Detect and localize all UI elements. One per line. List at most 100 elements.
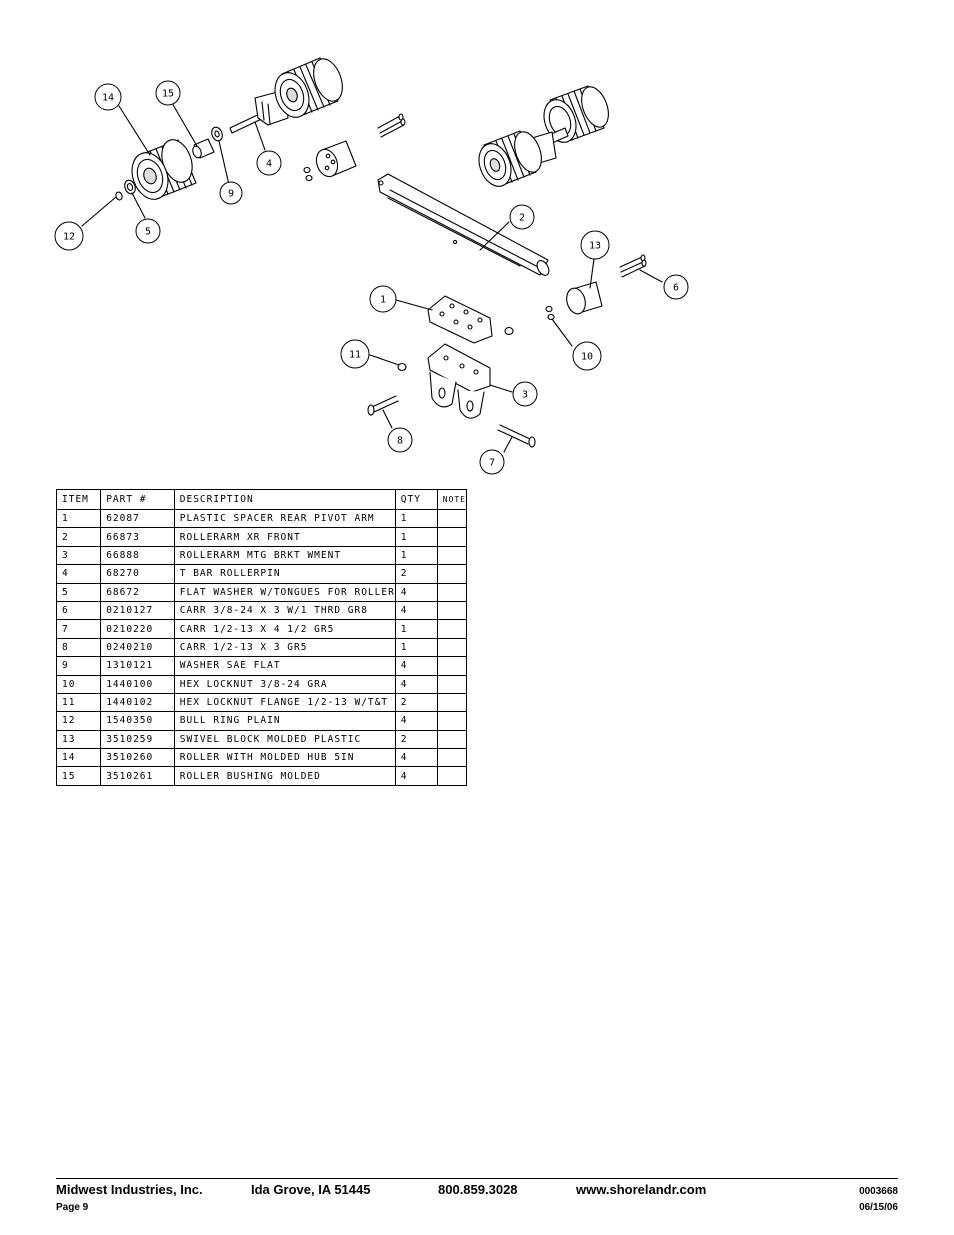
- cell-part: 1440102: [100, 692, 175, 713]
- cell-qty: 1: [394, 637, 438, 658]
- callout-label: 1: [380, 295, 386, 306]
- cell-description: CARR 1/2-13 X 3 GR5: [173, 637, 396, 658]
- cell-description: CARR 3/8-24 X 3 W/1 THRD GR8: [173, 600, 396, 621]
- cell-note: [436, 600, 468, 621]
- carriage-bolt-7: [497, 424, 536, 448]
- cell-note: [436, 711, 468, 731]
- cell-note: [436, 582, 468, 602]
- cell-description: WASHER SAE FLAT: [173, 656, 396, 676]
- callout-label: 4: [266, 159, 272, 170]
- rollerarm-mtg-bracket-3: [427, 343, 491, 419]
- cell-part: 0210127: [100, 600, 175, 621]
- callout-circle: [340, 339, 370, 369]
- rollerarm-2: [377, 173, 550, 276]
- cell-note: [436, 527, 468, 547]
- cell-part: 62087: [100, 508, 175, 529]
- callout-label: 12: [63, 232, 75, 243]
- carriage-bolts-upper: [377, 113, 406, 138]
- locknuts-10: [545, 305, 555, 321]
- cell-part: 0210220: [100, 619, 175, 639]
- cell-part: 1440100: [100, 674, 175, 694]
- cell-description: FLAT WASHER W/TONGUES FOR ROLLER: [173, 582, 396, 602]
- callout-circle: [479, 449, 505, 475]
- cell-item: 9: [55, 656, 102, 676]
- footer-phone: 800.859.3028: [438, 1182, 518, 1197]
- cell-qty: 1: [394, 545, 438, 566]
- callout-label: 13: [589, 241, 601, 252]
- callout-label: 8: [397, 436, 403, 447]
- cell-item: 6: [55, 600, 102, 621]
- callout-circle: [572, 341, 602, 371]
- cell-part: 66873: [100, 527, 175, 547]
- cell-description: BULL RING PLAIN: [173, 711, 396, 731]
- cell-description: PLASTIC SPACER REAR PIVOT ARM: [173, 508, 396, 529]
- cell-item: 14: [55, 748, 102, 768]
- callout-circle: [155, 80, 181, 106]
- cell-part: 3510261: [100, 766, 175, 786]
- cell-item: 15: [55, 766, 102, 786]
- cell-item: 7: [55, 619, 102, 639]
- carriage-bolt-8: [367, 395, 399, 416]
- footer-doc-number: 0003668: [859, 1186, 898, 1197]
- callout-circle: [219, 181, 243, 205]
- cell-qty: 4: [394, 766, 438, 786]
- cell-description: ROLLERARM MTG BRKT WMENT: [173, 545, 396, 566]
- callout-label: 6: [673, 283, 679, 294]
- cell-description: ROLLERARM XR FRONT: [173, 527, 396, 547]
- cell-qty: 2: [394, 692, 438, 713]
- callout-label: 9: [228, 189, 234, 200]
- cell-item: 11: [55, 692, 102, 713]
- cell-item: 12: [55, 711, 102, 731]
- callout-label: 14: [102, 93, 114, 104]
- cell-description: ROLLER BUSHING MOLDED: [173, 766, 396, 786]
- cell-item: 8: [55, 637, 102, 658]
- cell-item: 13: [55, 729, 102, 750]
- callout-label: 7: [489, 458, 495, 469]
- cell-part: 68672: [100, 582, 175, 602]
- cell-note: [436, 748, 468, 768]
- callout-circle: [369, 285, 397, 313]
- cell-part: 1310121: [100, 656, 175, 676]
- callout-label: 5: [145, 227, 151, 238]
- cell-description: CARR 1/2-13 X 4 1/2 GR5: [173, 619, 396, 639]
- cell-description: T BAR ROLLERPIN: [173, 564, 396, 584]
- cell-item: 10: [55, 674, 102, 694]
- cell-qty: 4: [394, 711, 438, 731]
- footer-city: Ida Grove, IA 51445: [251, 1182, 371, 1197]
- washer-9: [211, 126, 223, 142]
- cell-description: ROLLER WITH MOLDED HUB 5IN: [173, 748, 396, 768]
- roller-14-left: [131, 139, 197, 200]
- cell-qty: 4: [394, 674, 438, 694]
- header-description: DESCRIPTION: [173, 489, 396, 510]
- cell-part: 1540350: [100, 711, 175, 731]
- cell-item: 2: [55, 527, 102, 547]
- swivel-block-13: [566, 281, 603, 315]
- cell-note: [436, 692, 468, 713]
- cell-part: 66888: [100, 545, 175, 566]
- bull-ring-12: [115, 191, 123, 201]
- callout-circle: [663, 274, 689, 300]
- footer-divider: [56, 1178, 898, 1179]
- callout-label: 10: [581, 352, 593, 363]
- swivel-block-upper: [315, 140, 357, 178]
- footer-company: Midwest Industries, Inc.: [56, 1182, 203, 1197]
- header-item: ITEM: [55, 489, 102, 510]
- cell-note: [436, 656, 468, 676]
- callout-label: 11: [349, 350, 361, 361]
- cell-qty: 1: [394, 508, 438, 529]
- cell-qty: 4: [394, 748, 438, 768]
- roller-upper-left: [274, 57, 343, 118]
